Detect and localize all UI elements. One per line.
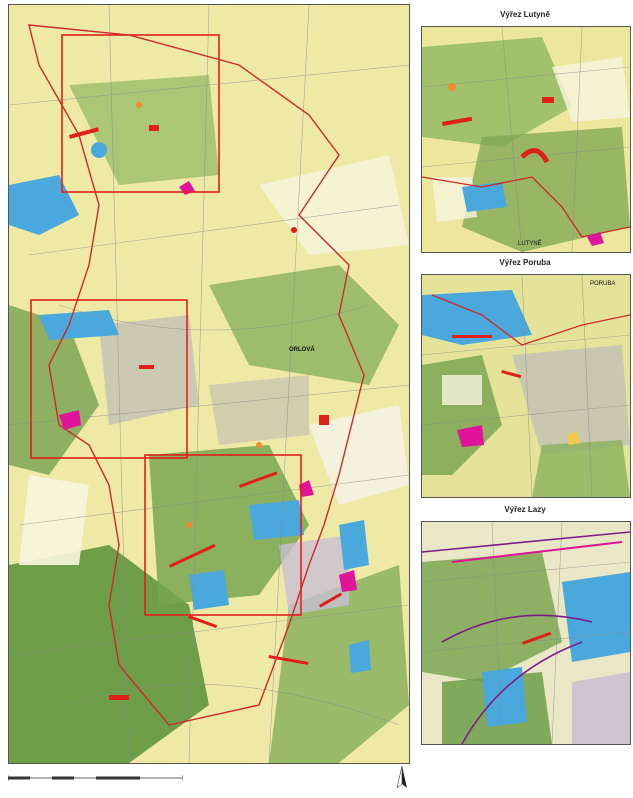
open-field [19,475,89,565]
municipal-boundary [28,24,365,726]
forest-area [209,265,399,385]
inset-lutyne[interactable]: LUTYNĚ [421,26,631,253]
inset-title-lazy: Výřez Lazy [504,505,546,514]
inset-lazy[interactable] [421,521,631,745]
urban-area [279,535,349,615]
development-marks [68,125,343,700]
inset-poruba[interactable]: PORUBA [421,274,631,498]
orange-site [136,102,142,108]
urban-area [209,375,309,445]
water-body [39,310,119,340]
water-body [349,640,371,673]
open-field [309,405,409,505]
main-map-canvas [9,5,409,763]
inset-place-label: LUTYNĚ [518,241,542,247]
water-body [189,570,229,610]
magenta-site [339,570,357,592]
inset-place-label: PORUBA [590,281,616,287]
highlight-box-poruba[interactable] [30,299,188,459]
inset-title-lutyne: Výřez Lutyně [500,10,550,19]
orange-site [256,442,262,448]
water-body [339,520,369,570]
inset-poruba-canvas [422,275,630,497]
inset-title-poruba: Výřez Poruba [499,258,551,267]
main-map[interactable]: ORLOVÁ [8,4,410,764]
town-label: ORLOVÁ [289,347,315,353]
water-body [249,500,304,540]
highlight-box-lutyne[interactable] [61,34,220,193]
forest-area [149,445,309,605]
urban-area [99,315,199,425]
forest-area [269,565,409,763]
highlight-box-lazy[interactable] [144,454,302,616]
inset-lutyne-canvas [422,27,630,252]
scale-bar [8,775,183,781]
orange-site [186,522,192,528]
water-body [91,142,107,158]
north-arrow-icon [396,766,407,789]
magenta-site [299,480,314,497]
forest-area [69,75,219,185]
inset-lazy-canvas [422,522,630,744]
magenta-site [59,410,81,430]
